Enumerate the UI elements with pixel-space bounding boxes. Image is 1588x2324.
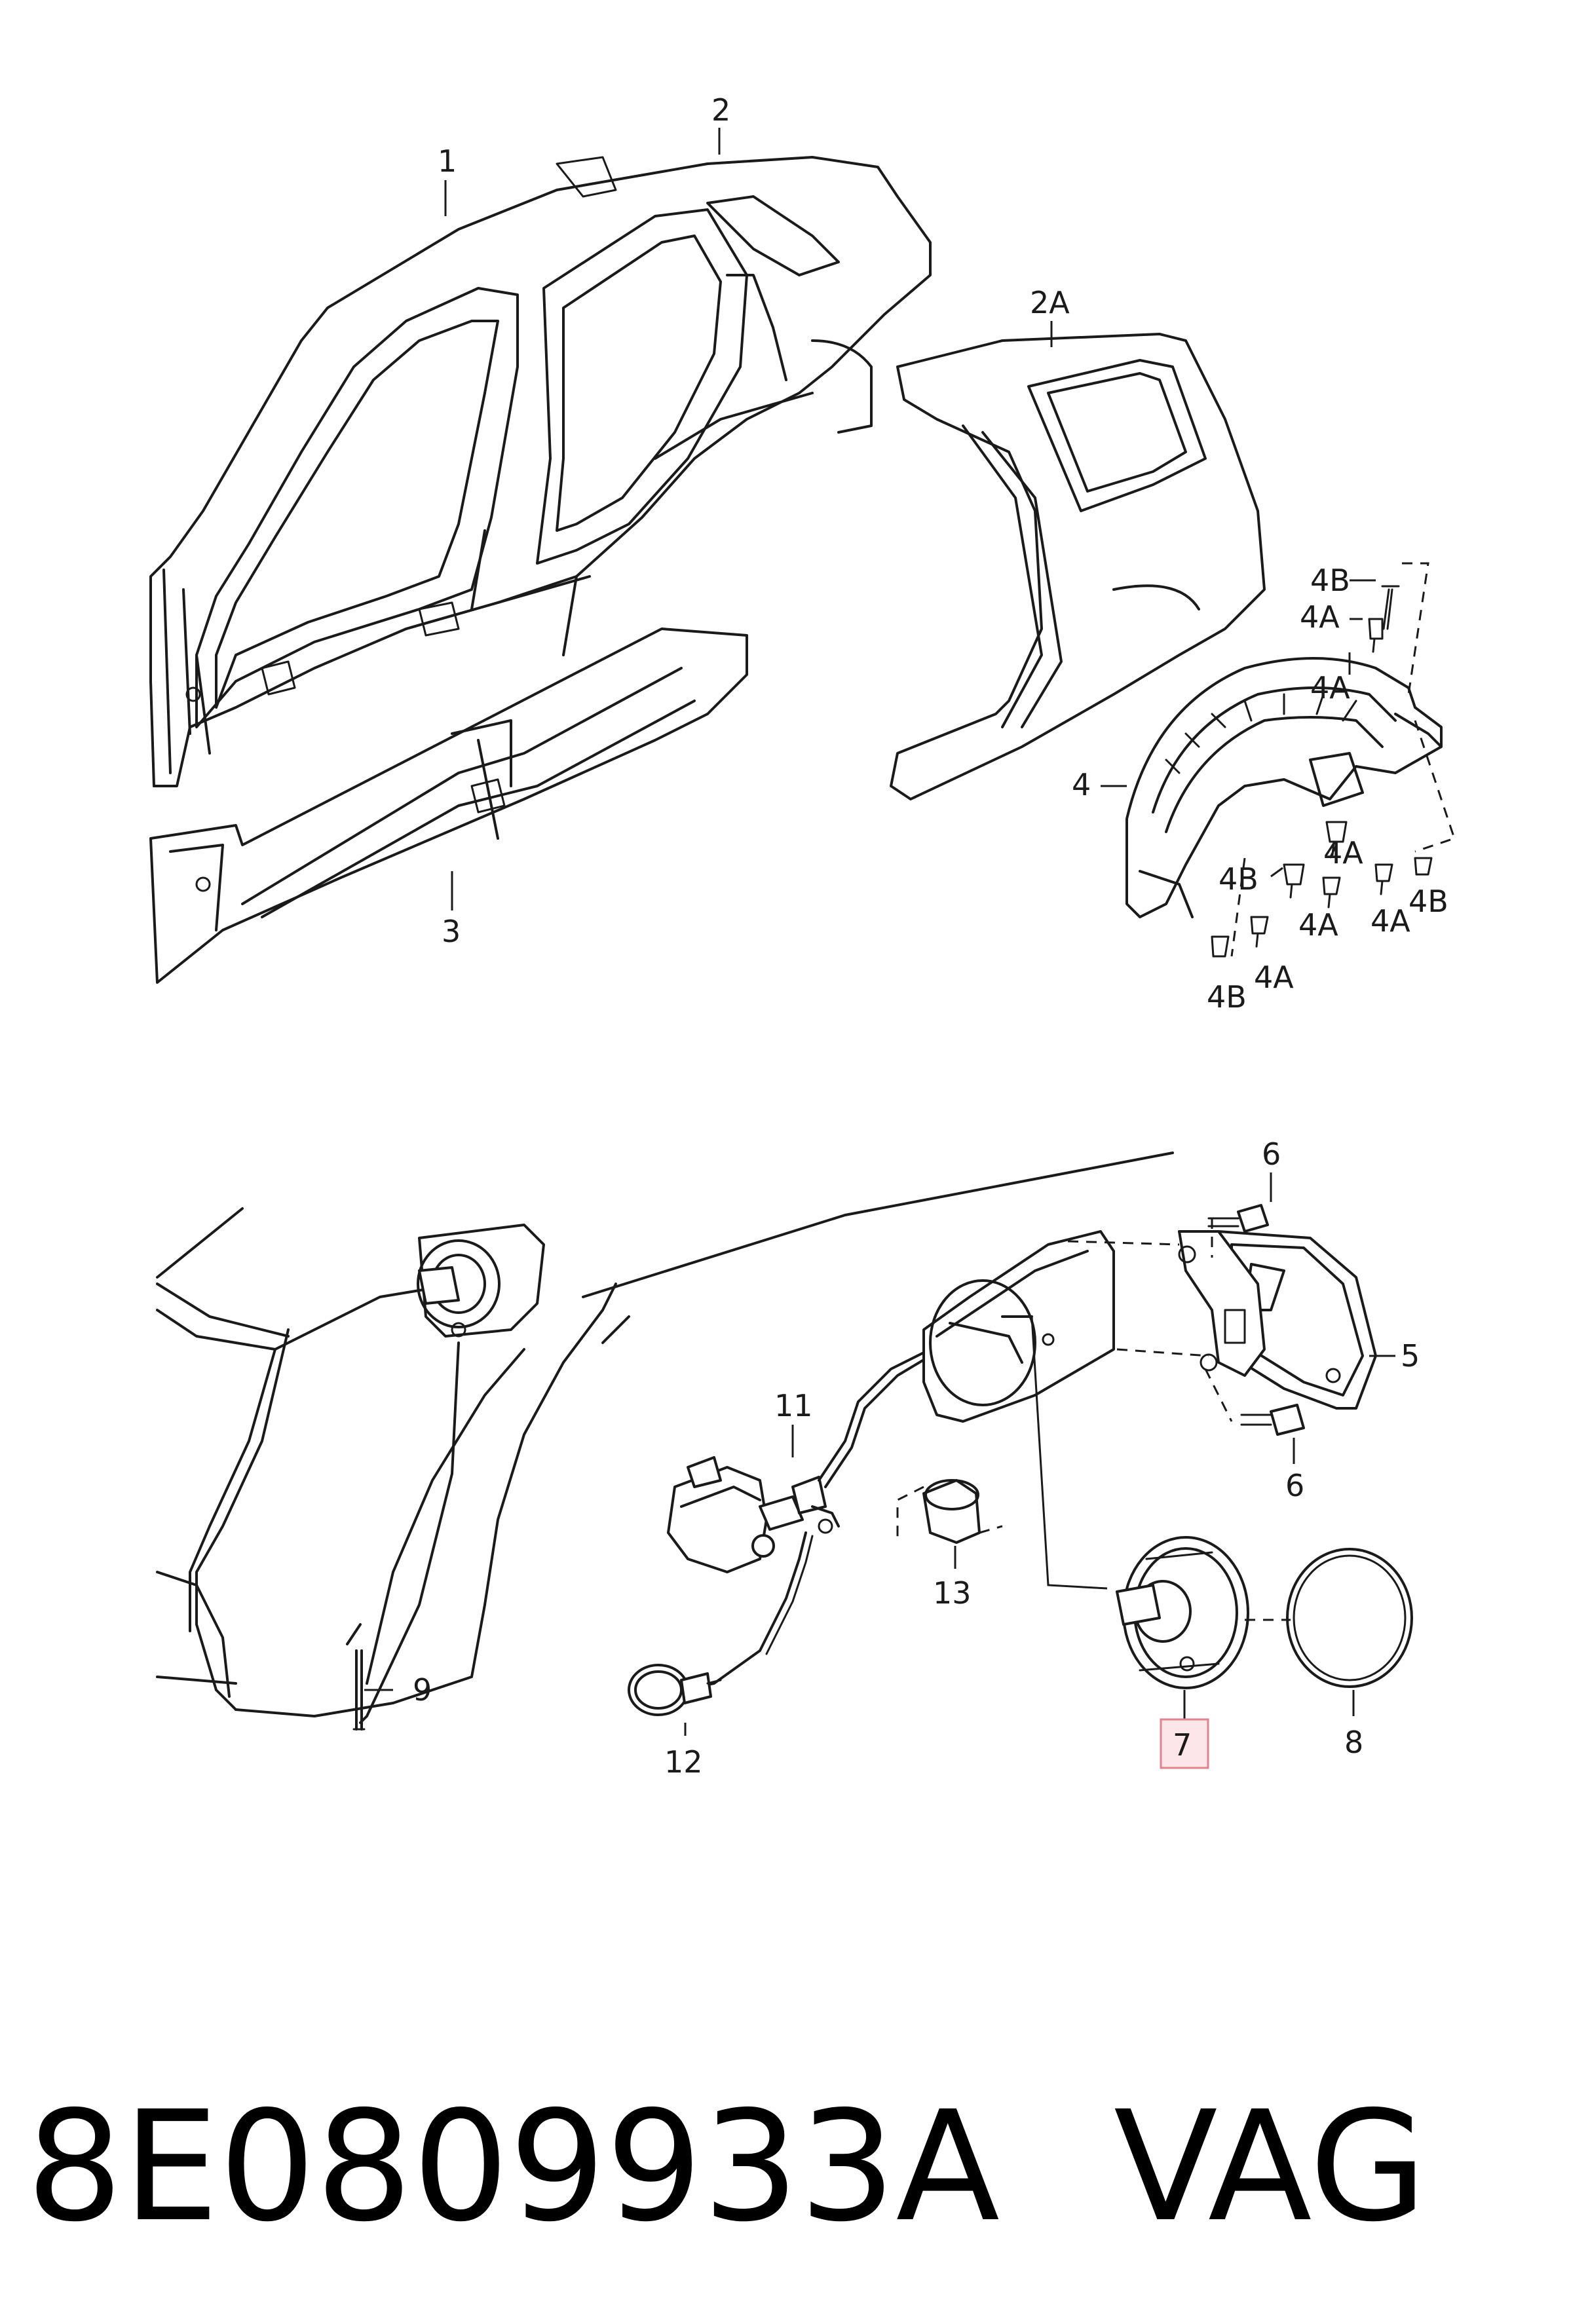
frame-dashed-links bbox=[1067, 1217, 1233, 1422]
emergency-release-cable bbox=[628, 1531, 814, 1716]
callout-4a-bottom: 4A bbox=[1254, 960, 1294, 995]
callout-4a-right: 4A bbox=[1371, 903, 1410, 939]
filler-housing bbox=[922, 1230, 1115, 1423]
rubber-buffer bbox=[922, 1479, 981, 1544]
selected-part-highlight bbox=[1160, 1718, 1209, 1769]
callout-11: 11 bbox=[774, 1388, 813, 1423]
upper-leader-lines bbox=[444, 128, 1376, 910]
fuel-flap-actuator bbox=[667, 1345, 943, 1573]
callout-2: 2 bbox=[711, 92, 730, 128]
drain-hose bbox=[346, 1623, 366, 1731]
callout-3: 3 bbox=[442, 914, 461, 949]
buffer-dashed-outline bbox=[896, 1486, 1003, 1539]
callout-1: 1 bbox=[438, 143, 457, 179]
callout-13: 13 bbox=[933, 1575, 972, 1611]
callout-4a-top: 4A bbox=[1300, 599, 1340, 635]
callout-4b-right: 4B bbox=[1408, 884, 1448, 919]
callout-9: 9 bbox=[413, 1672, 432, 1708]
callout-5: 5 bbox=[1401, 1338, 1420, 1374]
body-section-left bbox=[156, 1152, 1174, 1717]
callout-4a-mid: 4A bbox=[1310, 670, 1350, 705]
sill-panel bbox=[149, 628, 748, 984]
callout-4a-center: 4A bbox=[1323, 835, 1363, 871]
callout-7: 7 bbox=[1173, 1727, 1192, 1763]
seal-ring bbox=[1286, 1548, 1413, 1688]
fuel-filler-cap bbox=[1116, 1536, 1249, 1689]
fastener-dashed-outline bbox=[1230, 562, 1456, 957]
callout-8: 8 bbox=[1344, 1725, 1363, 1760]
part-number: 8E0809933A bbox=[26, 2078, 1000, 2255]
bolts bbox=[1207, 1204, 1305, 1436]
side-panel-frame bbox=[149, 156, 932, 787]
callout-4: 4 bbox=[1072, 767, 1091, 802]
callout-6-top: 6 bbox=[1262, 1136, 1281, 1172]
callout-4a-lower: 4A bbox=[1298, 907, 1338, 943]
brand-name: VAG bbox=[1114, 2078, 1427, 2255]
hinge-bracket bbox=[1178, 1230, 1266, 1377]
callout-12: 12 bbox=[664, 1744, 703, 1780]
rear-quarter-panel bbox=[890, 333, 1266, 800]
housing-leader-line bbox=[1030, 1316, 1108, 1590]
callout-4b-left: 4B bbox=[1219, 861, 1258, 897]
callout-4b-top: 4B bbox=[1310, 563, 1350, 598]
wheel-arch-liner bbox=[1125, 657, 1443, 918]
fasteners bbox=[1211, 585, 1433, 958]
lower-leader-lines bbox=[364, 1172, 1395, 1736]
callout-2a: 2A bbox=[1030, 285, 1070, 320]
callout-6-bottom: 6 bbox=[1285, 1468, 1304, 1503]
callout-4b-bottom: 4B bbox=[1207, 979, 1247, 1015]
body-fuel-filler bbox=[359, 1224, 545, 1724]
